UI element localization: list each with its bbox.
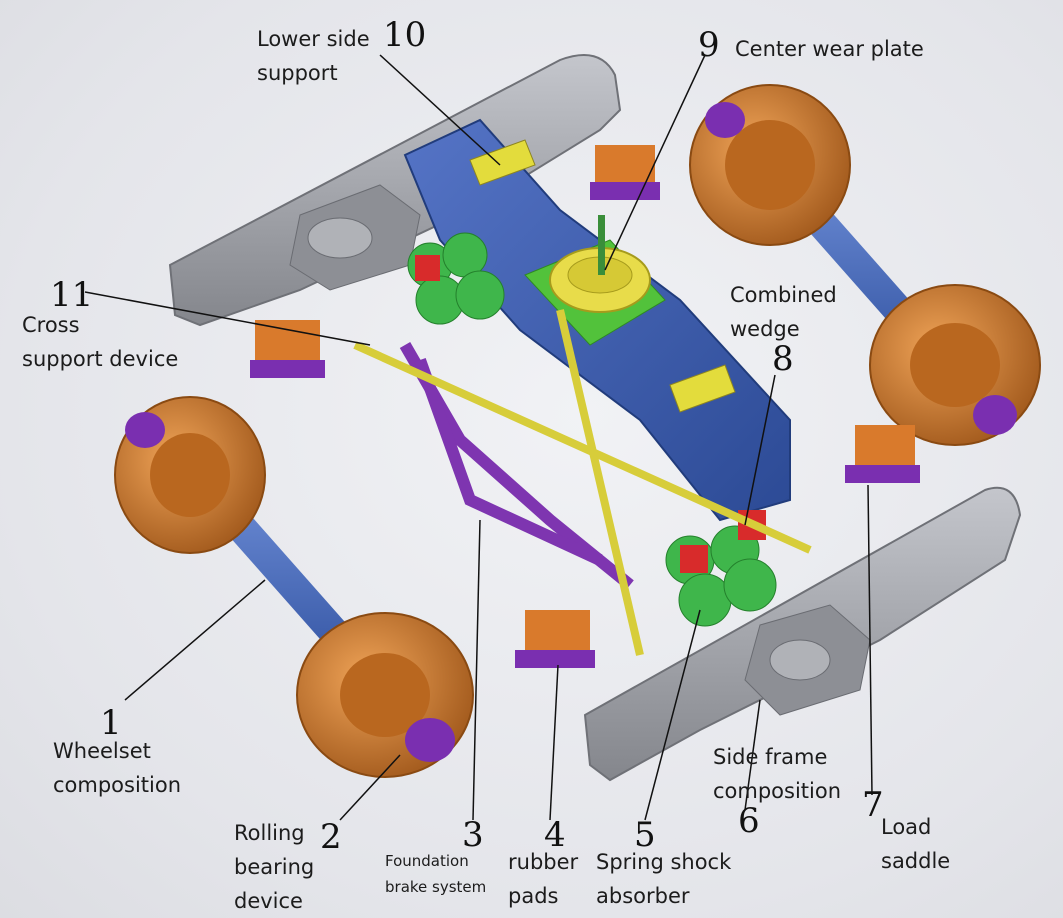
wheelset-right (689, 84, 1041, 446)
side-frame-lower (583, 486, 1022, 782)
side-frame-upper (168, 54, 622, 327)
number-10: 10 (383, 15, 427, 55)
label-center-wear-plate: Center wear plate (735, 37, 924, 61)
number-7: 7 (862, 785, 884, 825)
number-2: 2 (320, 817, 342, 857)
number-4: 4 (544, 815, 566, 855)
cross-support-device (353, 309, 812, 656)
center-wear-plate (549, 215, 651, 313)
rubber-pad-2 (590, 145, 660, 200)
number-1: 1 (100, 703, 122, 743)
lower-side-support-upper (469, 139, 536, 186)
rubber-pad-1 (250, 320, 325, 378)
number-6: 6 (738, 801, 760, 841)
springs-lower (665, 510, 777, 627)
number-5: 5 (634, 815, 656, 855)
foundation-brake-system (399, 341, 634, 590)
springs-upper (407, 232, 505, 325)
wheelset-left (114, 396, 474, 778)
rubber-pad-4 (845, 425, 920, 483)
lower-side-support-lower (669, 364, 736, 413)
rubber-pad-3 (515, 610, 595, 668)
number-9: 9 (698, 25, 720, 65)
number-11: 11 (50, 275, 94, 315)
number-3: 3 (462, 815, 484, 855)
number-8: 8 (772, 339, 794, 379)
leader-lines (84, 54, 873, 821)
